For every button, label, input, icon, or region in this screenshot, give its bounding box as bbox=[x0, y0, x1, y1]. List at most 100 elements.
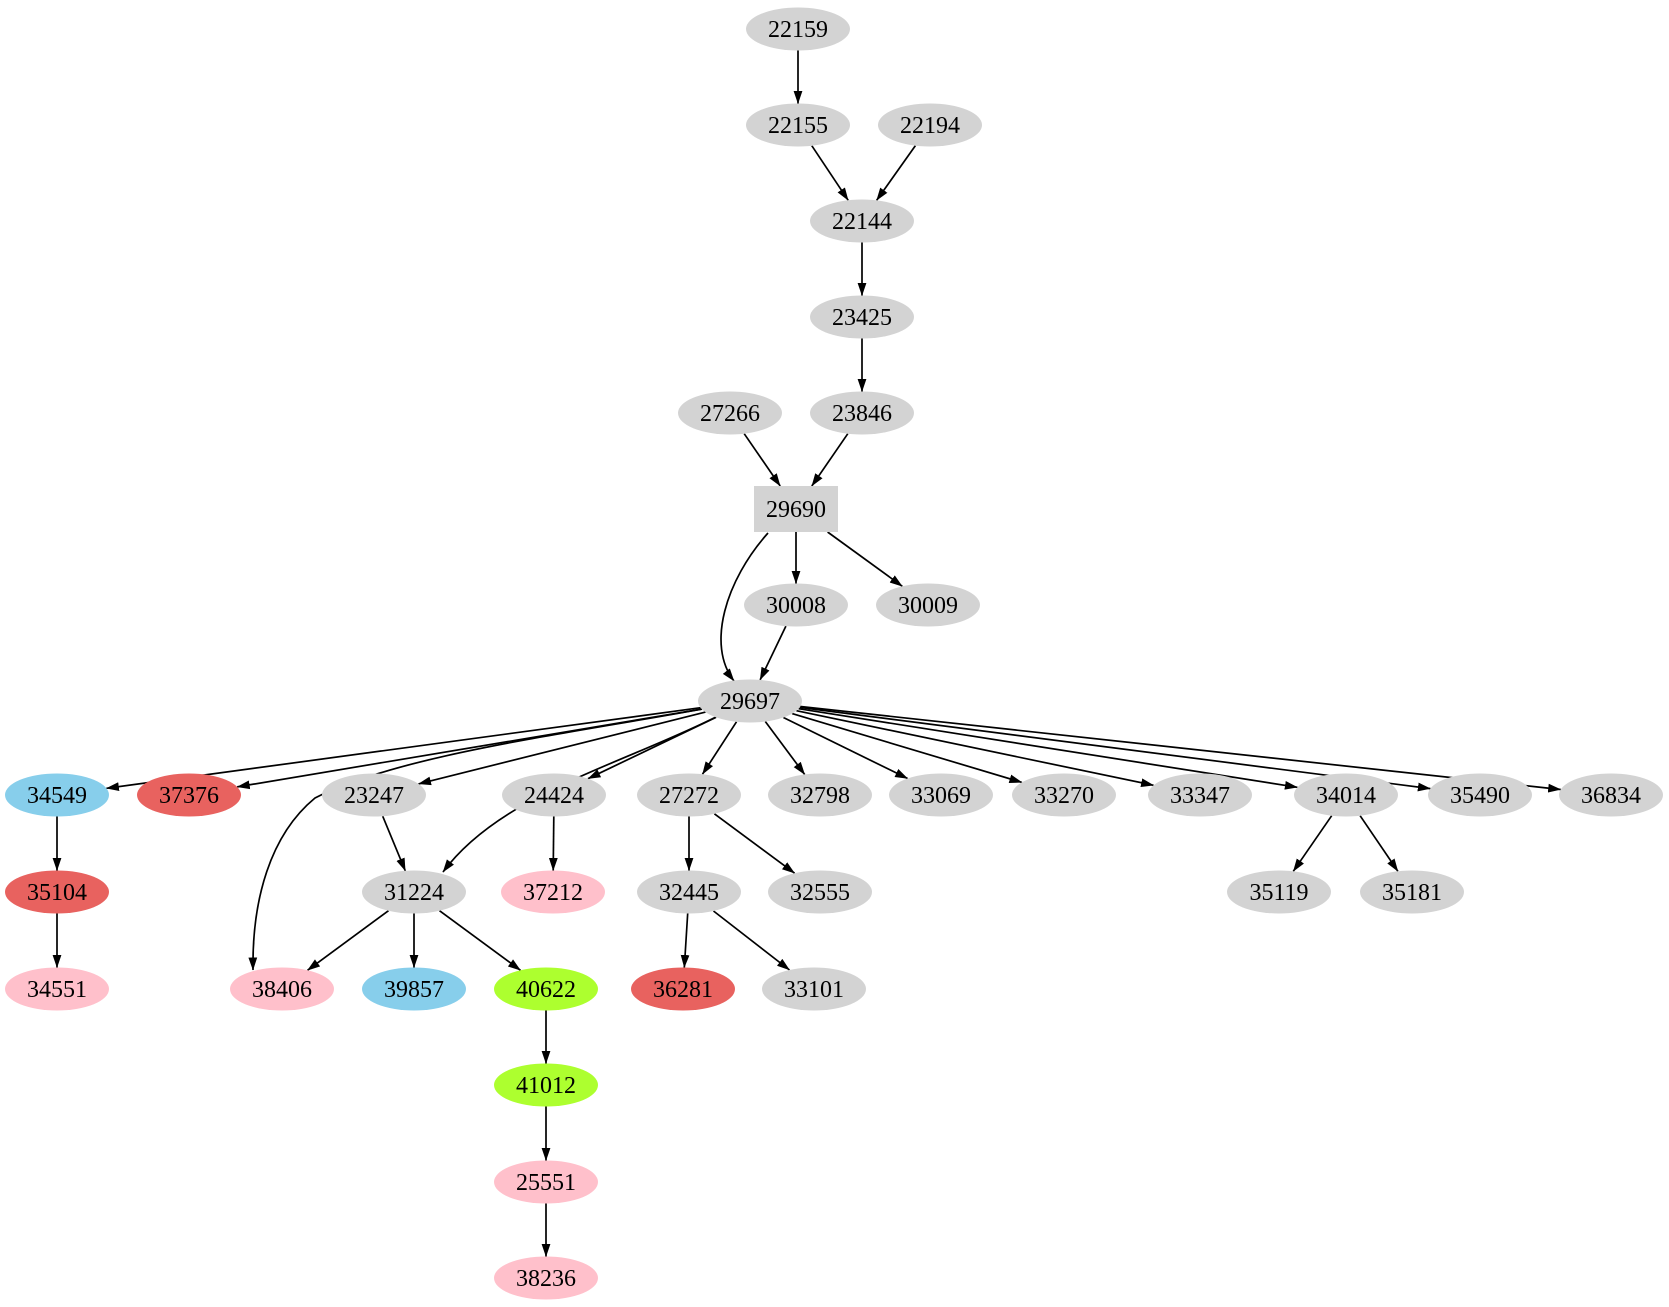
edge-27272-32555 bbox=[713, 813, 796, 874]
node-label-36834: 36834 bbox=[1581, 783, 1641, 809]
node-34551: 34551 bbox=[5, 967, 109, 1011]
edge-31224-40622 bbox=[438, 910, 522, 971]
ellipse-shape-39857 bbox=[362, 967, 466, 1011]
ellipse-shape-24424 bbox=[502, 773, 606, 817]
edge-30008-29697 bbox=[759, 625, 787, 681]
node-label-30008: 30008 bbox=[766, 593, 826, 619]
edge-29697-33069 bbox=[783, 716, 909, 780]
node-32555: 32555 bbox=[768, 870, 872, 914]
edge-29697-27272 bbox=[701, 721, 738, 775]
ellipse-shape-34551 bbox=[5, 967, 109, 1011]
ellipse-shape-36281 bbox=[631, 967, 735, 1011]
ellipse-shape-27272 bbox=[637, 773, 741, 817]
node-22159: 22159 bbox=[746, 7, 850, 51]
edge-27266-29690 bbox=[743, 433, 781, 487]
ellipse-shape-35181 bbox=[1360, 870, 1464, 914]
ellipse-shape-37376 bbox=[137, 773, 241, 817]
box-shape-29690 bbox=[754, 486, 838, 532]
edge-29697-33347 bbox=[796, 709, 1155, 788]
node-37212: 37212 bbox=[501, 870, 605, 914]
ellipse-shape-22144 bbox=[810, 199, 914, 243]
edge-29697-36834 bbox=[800, 705, 1562, 793]
node-38406: 38406 bbox=[230, 967, 334, 1011]
edge-34014-35181 bbox=[1359, 815, 1399, 872]
node-22194: 22194 bbox=[878, 103, 982, 147]
node-36281: 36281 bbox=[631, 967, 735, 1011]
node-23846: 23846 bbox=[810, 391, 914, 435]
node-label-23247: 23247 bbox=[344, 783, 404, 809]
node-29690: 29690 bbox=[754, 486, 838, 532]
node-label-33270: 33270 bbox=[1034, 783, 1094, 809]
edge-29697-34014 bbox=[798, 707, 1298, 790]
edge-29697-33270 bbox=[791, 712, 1023, 784]
ellipse-shape-41012 bbox=[494, 1063, 598, 1107]
node-label-31224: 31224 bbox=[384, 880, 444, 906]
node-41012: 41012 bbox=[494, 1063, 598, 1107]
node-label-32445: 32445 bbox=[659, 880, 719, 906]
edges-layer bbox=[52, 50, 1562, 1257]
node-35119: 35119 bbox=[1227, 870, 1331, 914]
ellipse-shape-38236 bbox=[494, 1256, 598, 1300]
node-27266: 27266 bbox=[678, 391, 782, 435]
node-29697: 29697 bbox=[698, 679, 802, 723]
edge-22194-22144 bbox=[875, 145, 917, 201]
node-label-27266: 27266 bbox=[700, 401, 760, 427]
ellipse-shape-23846 bbox=[810, 391, 914, 435]
ellipse-shape-33101 bbox=[762, 967, 866, 1011]
ellipse-shape-35490 bbox=[1428, 773, 1532, 817]
ellipse-shape-33347 bbox=[1148, 773, 1252, 817]
node-32445: 32445 bbox=[637, 870, 741, 914]
node-label-35119: 35119 bbox=[1249, 880, 1308, 906]
node-label-33101: 33101 bbox=[784, 977, 844, 1003]
node-39857: 39857 bbox=[362, 967, 466, 1011]
node-label-25551: 25551 bbox=[516, 1170, 576, 1196]
node-33270: 33270 bbox=[1012, 773, 1116, 817]
edge-32445-36281 bbox=[680, 913, 690, 968]
edge-34014-35119 bbox=[1292, 815, 1333, 872]
ellipse-shape-36834 bbox=[1559, 773, 1663, 817]
node-25551: 25551 bbox=[494, 1160, 598, 1204]
node-label-34014: 34014 bbox=[1316, 783, 1376, 809]
node-label-24424: 24424 bbox=[524, 783, 584, 809]
ellipse-shape-35104 bbox=[5, 870, 109, 914]
ellipse-shape-31224 bbox=[362, 870, 466, 914]
node-31224: 31224 bbox=[362, 870, 466, 914]
node-24424: 24424 bbox=[502, 773, 606, 817]
ellipse-shape-34549 bbox=[5, 773, 109, 817]
ellipse-shape-38406 bbox=[230, 967, 334, 1011]
node-label-39857: 39857 bbox=[384, 977, 444, 1003]
node-22144: 22144 bbox=[810, 199, 914, 243]
edge-22155-22144 bbox=[811, 145, 849, 201]
node-label-35181: 35181 bbox=[1382, 880, 1442, 906]
edge-32445-33101 bbox=[712, 910, 791, 971]
node-label-30009: 30009 bbox=[898, 593, 958, 619]
node-label-27272: 27272 bbox=[659, 783, 719, 809]
ellipse-shape-25551 bbox=[494, 1160, 598, 1204]
node-label-33069: 33069 bbox=[911, 783, 971, 809]
node-32798: 32798 bbox=[768, 773, 872, 817]
edge-29697-38406 bbox=[248, 708, 703, 971]
edge-24424-37212 bbox=[548, 816, 558, 871]
ellipse-shape-22155 bbox=[746, 103, 850, 147]
ellipse-shape-30009 bbox=[876, 583, 980, 627]
node-23247: 23247 bbox=[322, 773, 426, 817]
edge-29697-23247 bbox=[418, 711, 706, 786]
edge-31224-38406 bbox=[306, 910, 390, 971]
node-label-22194: 22194 bbox=[900, 113, 960, 139]
ellipse-shape-32798 bbox=[768, 773, 872, 817]
node-38236: 38236 bbox=[494, 1256, 598, 1300]
ellipse-shape-23247 bbox=[322, 773, 426, 817]
ellipse-shape-23425 bbox=[810, 295, 914, 339]
node-27272: 27272 bbox=[637, 773, 741, 817]
ellipse-shape-33270 bbox=[1012, 773, 1116, 817]
node-33069: 33069 bbox=[889, 773, 993, 817]
node-30009: 30009 bbox=[876, 583, 980, 627]
node-label-37376: 37376 bbox=[159, 783, 219, 809]
ellipse-shape-40622 bbox=[494, 967, 598, 1011]
node-35181: 35181 bbox=[1360, 870, 1464, 914]
edge-29697-35490 bbox=[799, 706, 1431, 792]
node-22155: 22155 bbox=[746, 103, 850, 147]
node-35490: 35490 bbox=[1428, 773, 1532, 817]
node-label-38406: 38406 bbox=[252, 977, 312, 1003]
